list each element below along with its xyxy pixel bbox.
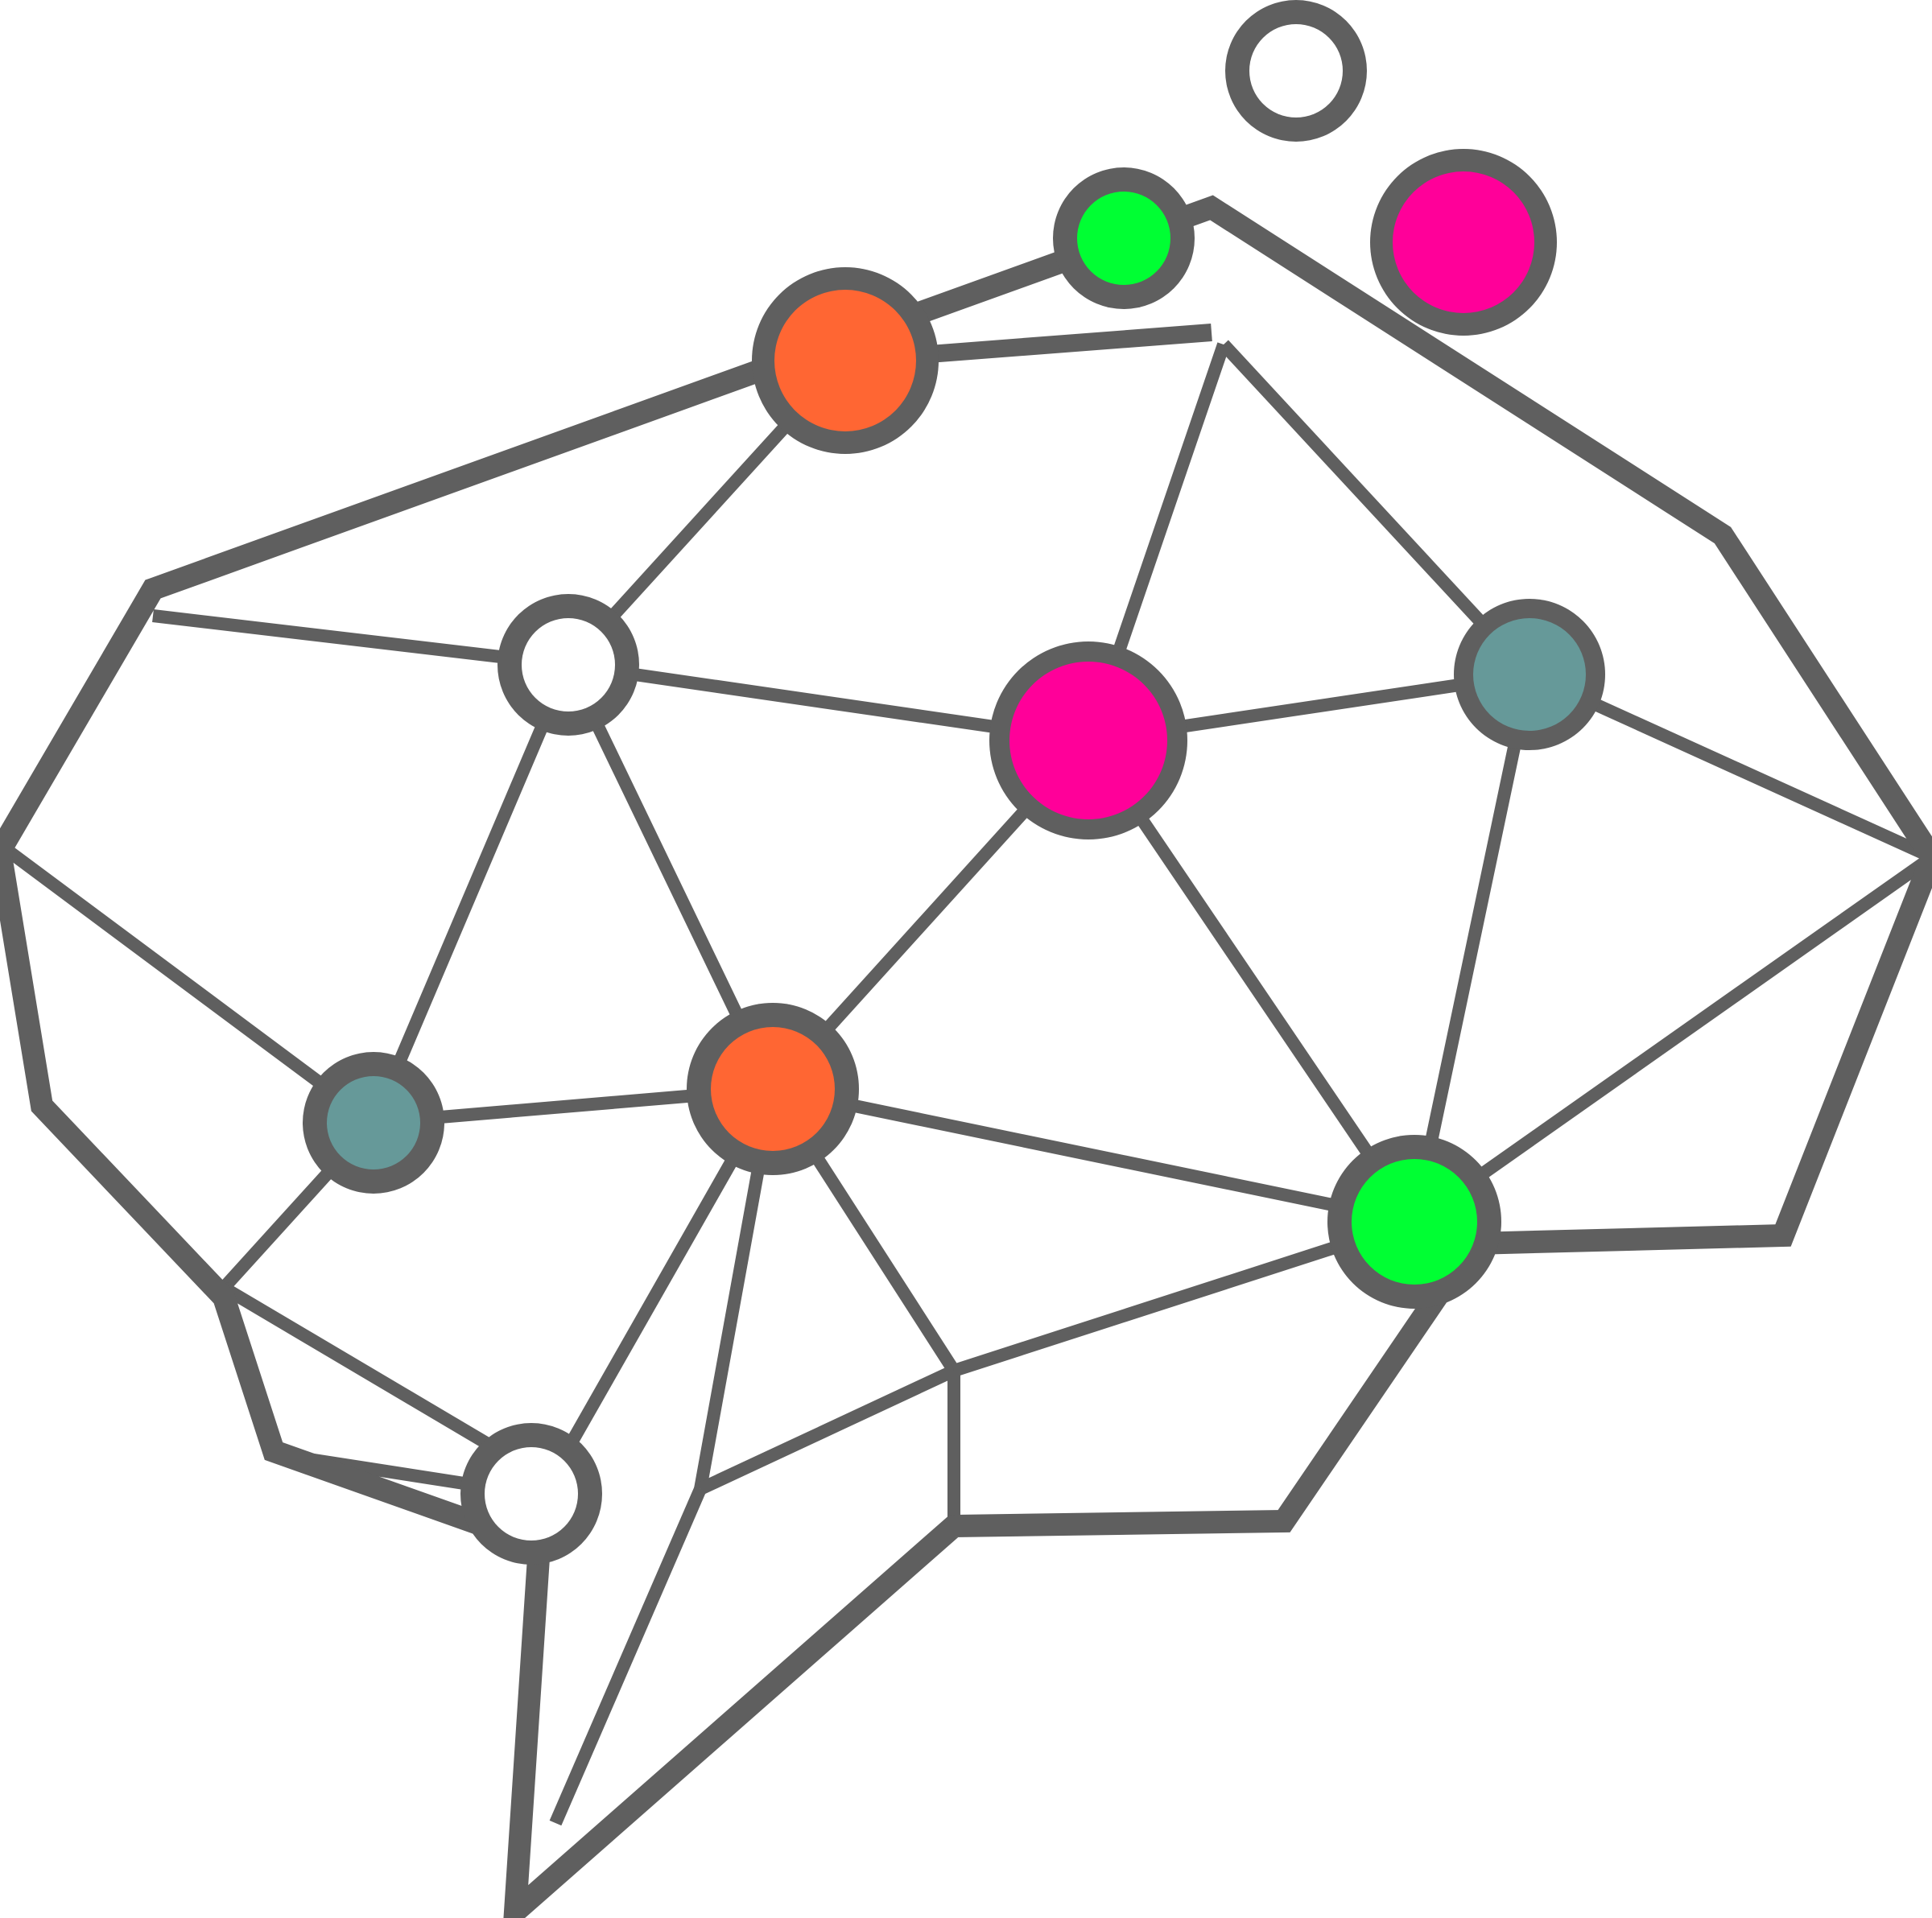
network-nodes	[303, 0, 1605, 1565]
node-core	[711, 1027, 835, 1151]
node-core	[1352, 1159, 1477, 1285]
network-edge	[1408, 673, 1536, 1223]
node-core	[522, 618, 615, 712]
network-node-magenta	[989, 641, 1187, 839]
node-core	[1473, 618, 1586, 731]
network-edge	[771, 1083, 1416, 1228]
network-node-teal	[303, 1052, 444, 1194]
network-node-orange	[752, 267, 939, 454]
brain-outline	[0, 195, 1932, 1918]
node-core	[774, 290, 916, 431]
network-node-teal	[1454, 599, 1605, 750]
network-node-white	[497, 594, 639, 736]
node-core	[1009, 662, 1167, 819]
network-edge	[697, 1364, 957, 1495]
network-edge	[4, 845, 378, 1128]
network-node-orange	[687, 1003, 859, 1175]
network-edge	[549, 1486, 707, 1826]
node-core	[1249, 24, 1343, 118]
node-core	[485, 1447, 578, 1541]
network-node-green	[1327, 1135, 1501, 1309]
brain-outline-path	[0, 195, 1932, 1918]
network-edges	[4, 324, 1932, 1826]
node-core	[1393, 171, 1534, 313]
network-node-green	[1053, 167, 1195, 309]
network-edge	[367, 662, 575, 1126]
network-node-white	[460, 1423, 602, 1565]
network-edge	[220, 1282, 535, 1475]
network-edge	[1410, 852, 1932, 1227]
network-node-magenta	[1370, 149, 1557, 336]
network-node-white	[1225, 0, 1367, 142]
node-core	[1077, 192, 1170, 285]
node-core	[327, 1076, 420, 1169]
